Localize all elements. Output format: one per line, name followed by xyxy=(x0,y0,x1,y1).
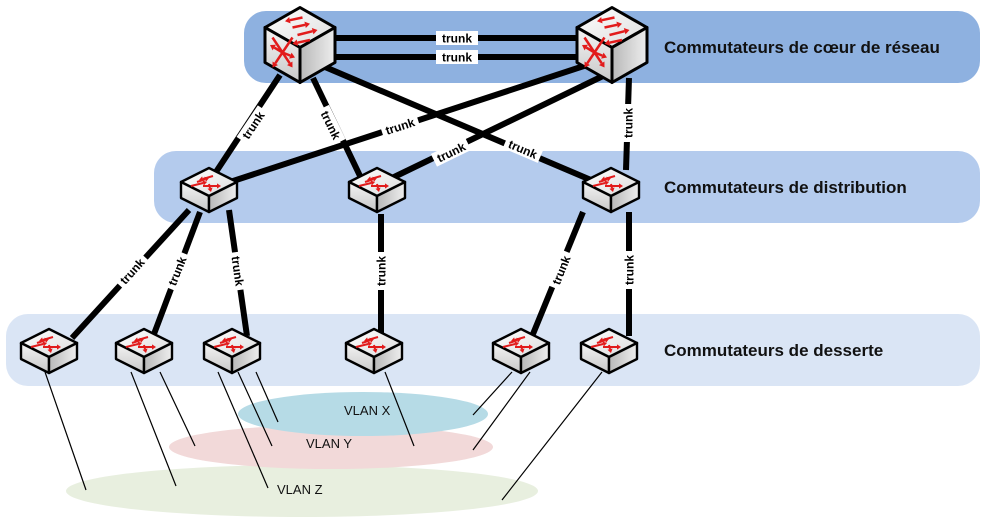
tier-bands xyxy=(6,11,980,386)
switch-icon xyxy=(347,166,407,214)
switch-icon xyxy=(114,327,174,375)
switch-icon xyxy=(581,166,641,214)
access-link xyxy=(237,371,273,447)
switches xyxy=(19,6,649,375)
switch-icon xyxy=(579,327,639,375)
trunk-label: trunk xyxy=(549,253,573,286)
trunk-label: trunk xyxy=(375,256,389,286)
trunk-label: trunk xyxy=(442,51,472,65)
switch-icon xyxy=(344,327,404,375)
trunk-label: trunk xyxy=(623,255,637,285)
access-link xyxy=(159,371,196,447)
trunk-label: trunk xyxy=(165,254,189,287)
tier-label-access: Commutateurs de desserte xyxy=(664,341,883,360)
trunk-link-core1-dist3 xyxy=(323,64,600,186)
access-link xyxy=(44,371,87,491)
vlan-label-y: VLAN Y xyxy=(306,436,352,451)
switch-icon xyxy=(19,327,79,375)
vlan-areas xyxy=(66,392,538,517)
vlan-area-z xyxy=(66,465,538,517)
vlan-label-x: VLAN X xyxy=(344,403,391,418)
tier-label-core: Commutateurs de cœur de réseau xyxy=(664,38,940,57)
switch-icon xyxy=(491,327,551,375)
trunk-label: trunk xyxy=(442,32,472,46)
access-link xyxy=(384,371,415,447)
access-links xyxy=(44,371,603,501)
multilayer-switch-icon xyxy=(575,6,649,84)
access-link xyxy=(472,371,513,416)
switch-icon xyxy=(202,327,262,375)
vlan-area-y xyxy=(169,425,493,469)
trunk-label: trunk xyxy=(622,108,636,138)
trunk-label: trunk xyxy=(384,115,417,138)
trunk-label: trunk xyxy=(228,255,246,287)
tier-label-distribution: Commutateurs de distribution xyxy=(664,178,907,197)
access-link xyxy=(130,371,177,487)
access-link xyxy=(472,371,531,451)
trunk-label: trunk xyxy=(318,109,344,142)
multilayer-switch-icon xyxy=(263,6,337,84)
trunk-link-core2-dist2 xyxy=(390,72,607,181)
vlan-label-z: VLAN Z xyxy=(277,482,323,497)
vlan-area-x xyxy=(238,392,488,436)
access-link xyxy=(501,371,603,501)
access-link xyxy=(217,371,269,489)
access-link xyxy=(255,371,279,423)
switch-icon xyxy=(179,166,239,214)
